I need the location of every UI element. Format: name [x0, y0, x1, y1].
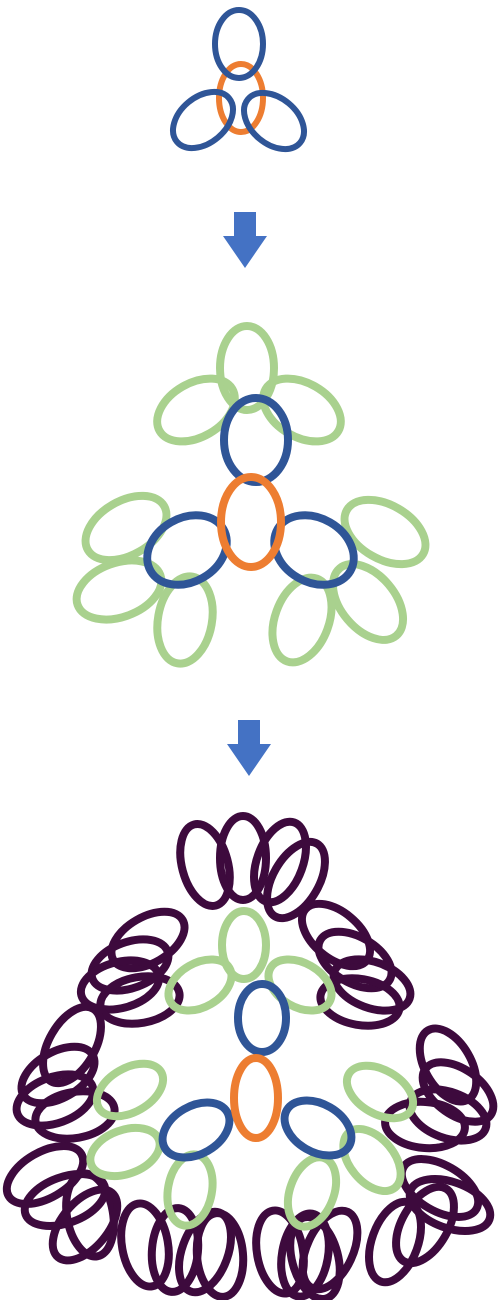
stage-generation-1: [170, 7, 307, 153]
gen3-ring: [87, 935, 173, 995]
down-arrow-icon: [227, 720, 271, 776]
gen2-ring: [218, 907, 270, 983]
gen2-ring: [268, 573, 336, 667]
gen1-ring: [158, 1098, 234, 1162]
gen3-ring: [176, 819, 234, 911]
gen3-ring: [263, 837, 329, 923]
gen2-ring: [81, 491, 171, 565]
gen3-ring: [316, 974, 404, 1030]
gen2-ring: [259, 374, 345, 446]
gen2-ring: [342, 1061, 418, 1123]
gen3-ring: [286, 1212, 344, 1300]
gen1-ring: [170, 88, 236, 152]
gen2-ring: [153, 572, 217, 668]
gen3-ring: [418, 1058, 498, 1126]
gen3-ring: [298, 1206, 362, 1294]
down-arrow-icon: [223, 212, 267, 268]
gen3-ring: [96, 972, 184, 1028]
gen3-ring: [329, 955, 415, 1015]
core-ring: [217, 473, 285, 571]
stage-generation-2: [72, 322, 430, 668]
gen2-ring: [164, 955, 236, 1015]
core-ring: [230, 1054, 282, 1142]
gen2-ring: [92, 1059, 168, 1121]
gen3-ring: [117, 1199, 173, 1291]
down-arrow-shape: [223, 212, 267, 268]
gen1-ring: [212, 7, 266, 81]
core-ring: [216, 61, 266, 135]
gen2-ring: [283, 1153, 341, 1231]
gen2-ring: [216, 322, 278, 414]
gen3-ring: [192, 1209, 248, 1300]
gen3-ring: [216, 812, 270, 904]
gen1-ring: [241, 89, 307, 153]
gen3-ring: [392, 1182, 458, 1268]
gen3-ring: [381, 1097, 469, 1153]
stage-generation-3: [2, 812, 498, 1300]
gen2-ring: [72, 556, 166, 624]
gen1-ring: [220, 394, 292, 486]
gen2-ring: [328, 560, 408, 644]
gen2-ring: [153, 374, 239, 446]
down-arrow-shape: [227, 720, 271, 776]
gen1-ring: [280, 1096, 356, 1160]
gen2-ring: [340, 495, 430, 569]
gen2-ring: [264, 955, 336, 1015]
gen3-ring: [48, 1185, 122, 1265]
gen1-ring: [234, 980, 290, 1056]
gen3-ring: [12, 1070, 98, 1130]
gen3-ring: [62, 1169, 118, 1261]
gen3-ring: [31, 1087, 119, 1143]
gen2-ring: [339, 1125, 405, 1195]
gen3-ring: [2, 1142, 88, 1208]
